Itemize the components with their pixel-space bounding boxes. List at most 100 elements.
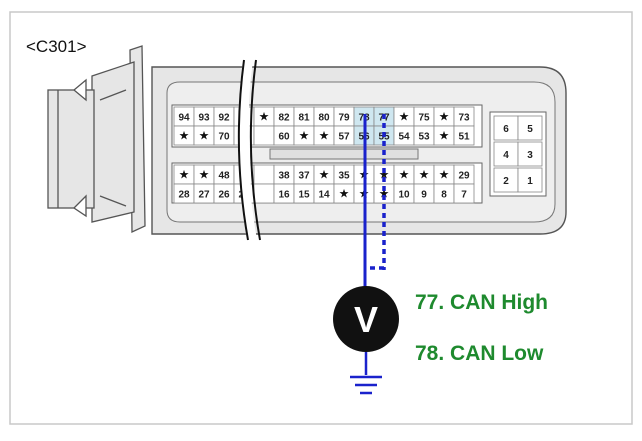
pin-unused: ★ [433, 164, 455, 185]
pin-number: 10 [398, 190, 410, 201]
pin-number: 28 [178, 190, 190, 201]
pin-2: 2 [493, 167, 519, 193]
pin-14: 14 [313, 183, 335, 204]
pin-6: 6 [493, 115, 519, 141]
pin-unused: ★ [173, 164, 195, 185]
pin-number: 82 [278, 113, 290, 124]
pin-57: 57 [333, 125, 355, 146]
unused-pin-marker: ★ [339, 187, 350, 201]
pin-16: 16 [273, 183, 295, 204]
pin-number: 57 [338, 132, 350, 143]
unused-pin-marker: ★ [379, 168, 390, 182]
pin-54: 54 [393, 125, 415, 146]
pin-28: 28 [173, 183, 195, 204]
pin-number: 73 [458, 113, 470, 124]
pin-unused: ★ [173, 125, 195, 146]
pin-number: 14 [318, 190, 330, 201]
unused-pin-marker: ★ [319, 129, 330, 143]
pin-cell [253, 183, 275, 204]
voltmeter-label: V [354, 299, 378, 340]
pin-9: 9 [413, 183, 435, 204]
unused-pin-marker: ★ [199, 129, 210, 143]
unused-pin-marker: ★ [319, 168, 330, 182]
pin-number: 35 [338, 171, 350, 182]
pin-4: 4 [493, 141, 519, 167]
pin-number: 51 [458, 132, 470, 143]
pin-7: 7 [453, 183, 475, 204]
pin-number: 29 [458, 171, 470, 182]
pin-cell [517, 141, 543, 167]
pin-number: 9 [421, 190, 427, 201]
pin-number: 1 [527, 176, 533, 187]
pin-51: 51 [453, 125, 475, 146]
pin-cell [517, 167, 543, 193]
pin-number: 27 [198, 190, 210, 201]
pin-1: 1 [517, 167, 543, 193]
pin-75: 75 [413, 106, 435, 127]
break-marks [237, 59, 261, 241]
pin-number: 53 [418, 132, 430, 143]
pin-15: 15 [293, 183, 315, 204]
pin-number: 48 [218, 171, 230, 182]
pin-cell [453, 125, 475, 146]
unused-pin-marker: ★ [399, 110, 410, 124]
pin-unused: ★ [393, 106, 415, 127]
pin-60: 60 [273, 125, 295, 146]
pin-79: 79 [333, 106, 355, 127]
pin-cell [517, 115, 543, 141]
unused-pin-marker: ★ [179, 129, 190, 143]
pin-5: 5 [517, 115, 543, 141]
pin-number: 37 [298, 171, 310, 182]
pin-92: 92 [213, 106, 235, 127]
center-key-slot [269, 148, 419, 160]
pin-38: 38 [273, 164, 295, 185]
pin-8: 8 [433, 183, 455, 204]
pin-35: 35 [333, 164, 355, 185]
pin-80: 80 [313, 106, 335, 127]
pin-blank [253, 125, 275, 146]
pin-81: 81 [293, 106, 315, 127]
pin-3: 3 [517, 141, 543, 167]
pin-number: 92 [218, 113, 230, 124]
pin-number: 70 [218, 132, 230, 143]
pin-82: 82 [273, 106, 295, 127]
pin-10: 10 [393, 183, 415, 204]
pin-number: 93 [198, 113, 210, 124]
pin-73: 73 [453, 106, 475, 127]
unused-pin-marker: ★ [419, 168, 430, 182]
pin-unused: ★ [193, 125, 215, 146]
pin-unused: ★ [433, 106, 455, 127]
pin-94: 94 [173, 106, 195, 127]
pin-unused: ★ [413, 164, 435, 185]
pin-unused: ★ [253, 106, 275, 127]
pin-number: 8 [441, 190, 447, 201]
pin-number: 15 [298, 190, 310, 201]
pin-number: 75 [418, 113, 430, 124]
unused-pin-marker: ★ [439, 129, 450, 143]
pin-48: 48 [213, 164, 235, 185]
legend-can-high: 77. CAN High [415, 291, 548, 314]
pin-cell [253, 164, 275, 185]
pin-cell [453, 183, 475, 204]
pin-unused: ★ [313, 164, 335, 185]
pin-70: 70 [213, 125, 235, 146]
unused-pin-marker: ★ [399, 168, 410, 182]
pin-cell [253, 125, 275, 146]
pin-unused: ★ [313, 125, 335, 146]
pin-number: 80 [318, 113, 330, 124]
pin-27: 27 [193, 183, 215, 204]
unused-pin-marker: ★ [259, 110, 270, 124]
legend-can-low: 78. CAN Low [415, 342, 544, 365]
pin-unused: ★ [393, 164, 415, 185]
pin-number: 38 [278, 171, 290, 182]
pin-number: 94 [178, 113, 190, 124]
pin-number: 81 [298, 113, 310, 124]
pin-29: 29 [453, 164, 475, 185]
unused-pin-marker: ★ [179, 168, 190, 182]
pin-blank [253, 164, 275, 185]
pin-number: 5 [527, 124, 533, 135]
connector-latch [47, 45, 146, 234]
pin-unused: ★ [293, 125, 315, 146]
